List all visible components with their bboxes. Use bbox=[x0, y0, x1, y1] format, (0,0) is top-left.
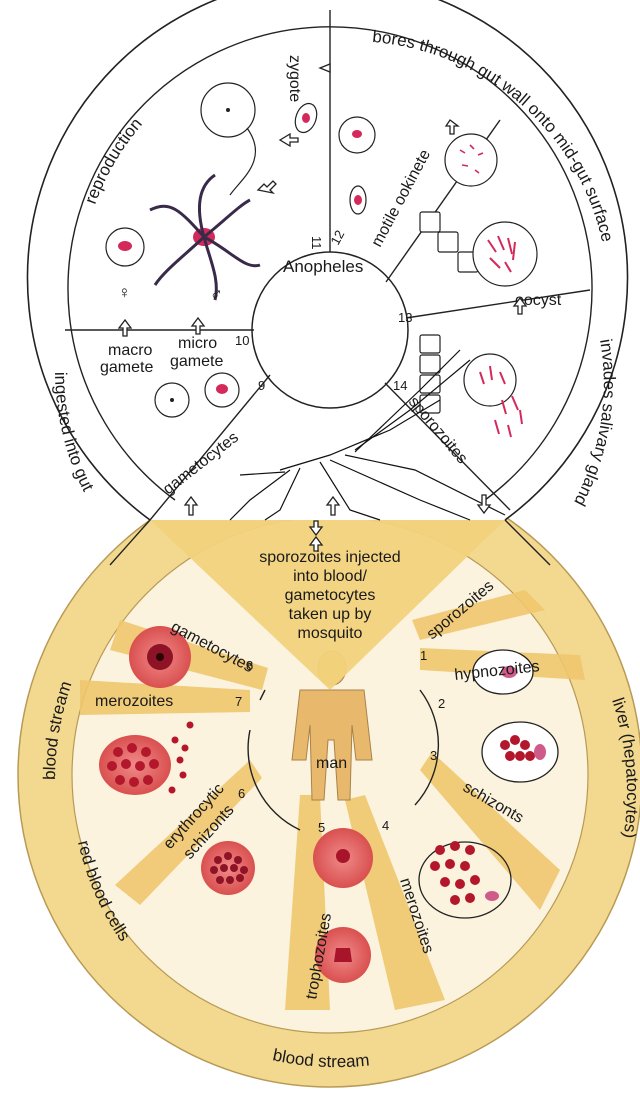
female-symbol: ♀ bbox=[118, 283, 131, 302]
stage-number-11: 11 bbox=[309, 236, 324, 250]
stage-number-2: 2 bbox=[438, 696, 445, 711]
stage-number-9: 9 bbox=[258, 378, 265, 393]
transfer-text-line-1: sporozoites injected bbox=[259, 549, 400, 566]
stage-number-7: 7 bbox=[235, 694, 242, 709]
stage-label-merozoites-blood: merozoites bbox=[95, 693, 173, 710]
stage-number-13: 13 bbox=[398, 310, 412, 325]
mosquito-cycle: reproduction bores through gut wall onto… bbox=[0, 0, 628, 565]
transfer-text-line-5: mosquito bbox=[298, 625, 363, 642]
stage-label-zygote: zygote bbox=[286, 55, 303, 102]
transfer-text-line-3: gametocytes bbox=[285, 587, 376, 604]
transfer-text-line-2: into blood/ bbox=[293, 568, 367, 585]
stage-label-macro-2: gamete bbox=[100, 359, 153, 376]
center-label-anopheles: Anopheles bbox=[283, 257, 363, 276]
stage-number-4: 4 bbox=[382, 818, 389, 833]
male-symbol: ♂ bbox=[210, 285, 223, 304]
stage-label-micro-2: gamete bbox=[170, 353, 223, 370]
transfer-text-line-4: taken up by bbox=[289, 606, 372, 623]
stage-number-1: 1 bbox=[420, 648, 427, 663]
stage-number-8: 8 bbox=[246, 658, 253, 673]
center-label-man: man bbox=[316, 755, 347, 772]
stage-number-6: 6 bbox=[238, 786, 245, 801]
stage-number-14: 14 bbox=[393, 378, 407, 393]
stage-label-micro-1: micro bbox=[178, 335, 217, 352]
stage-number-5: 5 bbox=[318, 820, 325, 835]
stage-number-3: 3 bbox=[430, 748, 437, 763]
stage-number-10: 10 bbox=[235, 333, 249, 348]
stage-label-macro-1: macro bbox=[108, 342, 153, 359]
